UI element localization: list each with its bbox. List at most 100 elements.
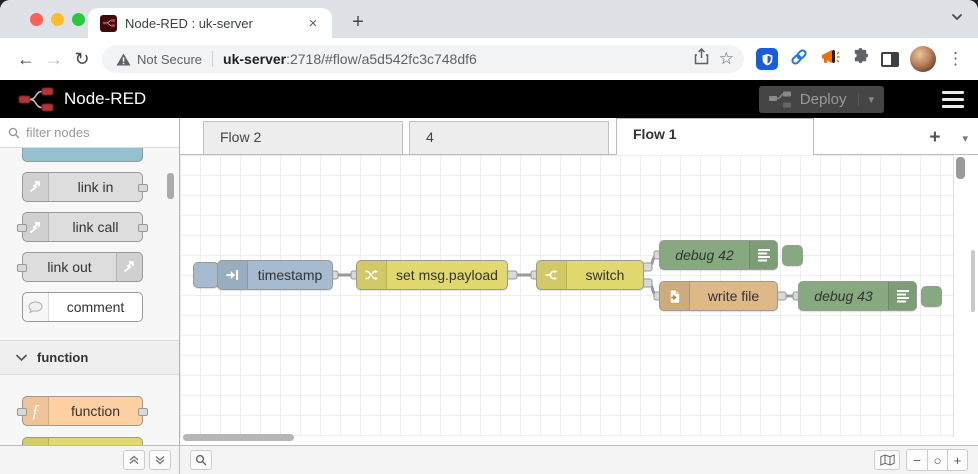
address-bar[interactable]: Not Secure uk-server:2718/#flow/a5d542fc… [102,45,744,73]
function-icon: ƒ [23,397,49,425]
inject-trigger-button[interactable] [193,262,219,288]
search-icon [8,127,20,138]
comment-bubble-icon [23,293,49,321]
expand-categories-button[interactable] [149,450,171,470]
link-icon [116,253,142,281]
extensions-puzzle-icon[interactable] [851,47,870,71]
palette-node-function[interactable]: ƒ function [17,396,148,426]
search-flows-button[interactable] [190,450,212,470]
node-debug-42[interactable]: debug 42 [659,240,778,270]
tab-search-chevron-icon[interactable] [950,10,964,29]
input-port[interactable] [17,264,27,272]
deploy-button[interactable]: Deploy ▾ [758,85,884,113]
debug-list-icon [888,282,916,310]
extensions-row: ⋮ [756,46,964,72]
browser-tab[interactable]: Node-RED : uk-server × [88,8,332,38]
megaphone-extension-icon[interactable] [820,48,840,71]
browser-tab-title: Node-RED : uk-server [125,15,253,31]
flow-tab-2[interactable]: Flow 2 [203,121,403,154]
node-label: debug 43 [814,288,873,304]
output-port[interactable] [138,408,148,416]
share-icon[interactable] [694,47,709,70]
palette-node-link-out[interactable]: link out [17,252,143,282]
link-extension-icon[interactable] [789,47,809,72]
deploy-icon [768,91,791,107]
deploy-options-caret-icon[interactable]: ▾ [858,92,874,106]
node-write-file[interactable]: write file [659,281,778,311]
port-change-out[interactable] [506,270,518,280]
back-button[interactable]: ← [17,49,35,69]
inject-icon [218,261,248,289]
close-tab-icon[interactable]: × [308,14,318,32]
reload-button[interactable]: ↻ [74,49,90,69]
zoom-controls: − ○ + [906,449,968,471]
zoom-out-button[interactable]: − [913,452,921,468]
input-port[interactable] [17,224,27,232]
flow-tab-4[interactable]: 4 [409,121,609,154]
deploy-label: Deploy [799,90,847,108]
browser-toolbar: ← → ↻ Not Secure uk-server:2718/#flow/a5… [0,38,978,80]
url-text[interactable]: uk-server:2718/#flow/a5d542fc3c748df6 [223,51,686,67]
change-icon [357,261,387,289]
link-icon [23,173,49,201]
url-path: :2718/#flow/a5d542fc3c748df6 [286,51,477,67]
debug-toggle-button[interactable] [921,286,942,307]
node-palette: link in link call link out [0,118,180,445]
page-overlay-scrollbar-thumb[interactable] [971,250,975,312]
canvas-vertical-scrollbar-thumb[interactable] [956,157,965,179]
palette-filter-row [0,118,179,148]
palette-filter-input[interactable] [26,125,166,140]
zoom-window-button[interactable] [72,13,85,26]
flow-canvas[interactable]: timestamp set msg.payload switch debug 4… [180,155,978,445]
palette-scroll-area[interactable]: link in link call link out [0,148,179,445]
palette-footer [0,446,180,474]
node-label: timestamp [257,267,323,283]
footer-bar: − ○ + [0,445,978,474]
debug-toggle-button[interactable] [782,245,803,266]
output-port[interactable] [138,184,148,192]
input-port[interactable] [17,408,27,416]
palette-node-link-call[interactable]: link call [17,212,148,242]
zoom-reset-button[interactable]: ○ [927,450,947,470]
not-secure-warning-icon [116,53,131,66]
navigator-map-button[interactable] [874,450,900,470]
collapse-categories-button[interactable] [123,450,145,470]
palette-scrollbar-thumb[interactable] [167,173,174,199]
palette-category-function[interactable]: function [0,340,179,375]
side-panel-icon[interactable] [881,51,899,67]
browser-menu-icon[interactable]: ⋮ [947,49,964,68]
add-flow-button[interactable]: + [929,127,941,148]
canvas-horizontal-scrollbar-thumb[interactable] [183,434,294,441]
profile-avatar[interactable] [910,46,936,72]
node-red-favicon [100,14,117,32]
node-debug-43[interactable]: debug 43 [798,281,917,311]
node-label: debug 42 [675,247,734,263]
flow-list-caret-icon[interactable]: ▾ [962,132,968,145]
node-red-header: Node-RED Deploy ▾ [0,80,978,118]
omnibox-divider [212,51,214,67]
palette-node-label: comment [66,299,125,315]
node-red-logo [18,87,54,112]
node-switch[interactable]: switch [536,260,644,290]
bitwarden-extension-icon[interactable] [756,48,778,70]
zoom-in-button[interactable]: + [947,450,967,470]
palette-node-switch-partial[interactable] [22,437,143,445]
palette-node-status-partial[interactable] [22,148,143,162]
node-inject-timestamp[interactable]: timestamp [217,260,333,290]
flow-tab-1-active[interactable]: Flow 1 [616,118,814,155]
main-menu-icon[interactable] [942,90,964,108]
palette-node-link-in[interactable]: link in [22,172,148,202]
node-change-set-msg-payload[interactable]: set msg.payload [356,260,508,290]
new-tab-button[interactable]: + [352,11,364,33]
bookmark-star-icon[interactable]: ☆ [718,49,734,68]
minimize-window-button[interactable] [51,13,64,26]
palette-node-comment[interactable]: comment [22,292,143,322]
security-label[interactable]: Not Secure [137,51,203,67]
output-port[interactable] [138,224,148,232]
palette-node-label: link out [47,259,92,275]
close-window-button[interactable] [30,13,43,26]
palette-node-label: link in [77,179,114,195]
workspace-footer: − ○ + [180,446,978,474]
debug-list-icon [749,241,777,269]
chevron-down-icon [16,354,27,361]
